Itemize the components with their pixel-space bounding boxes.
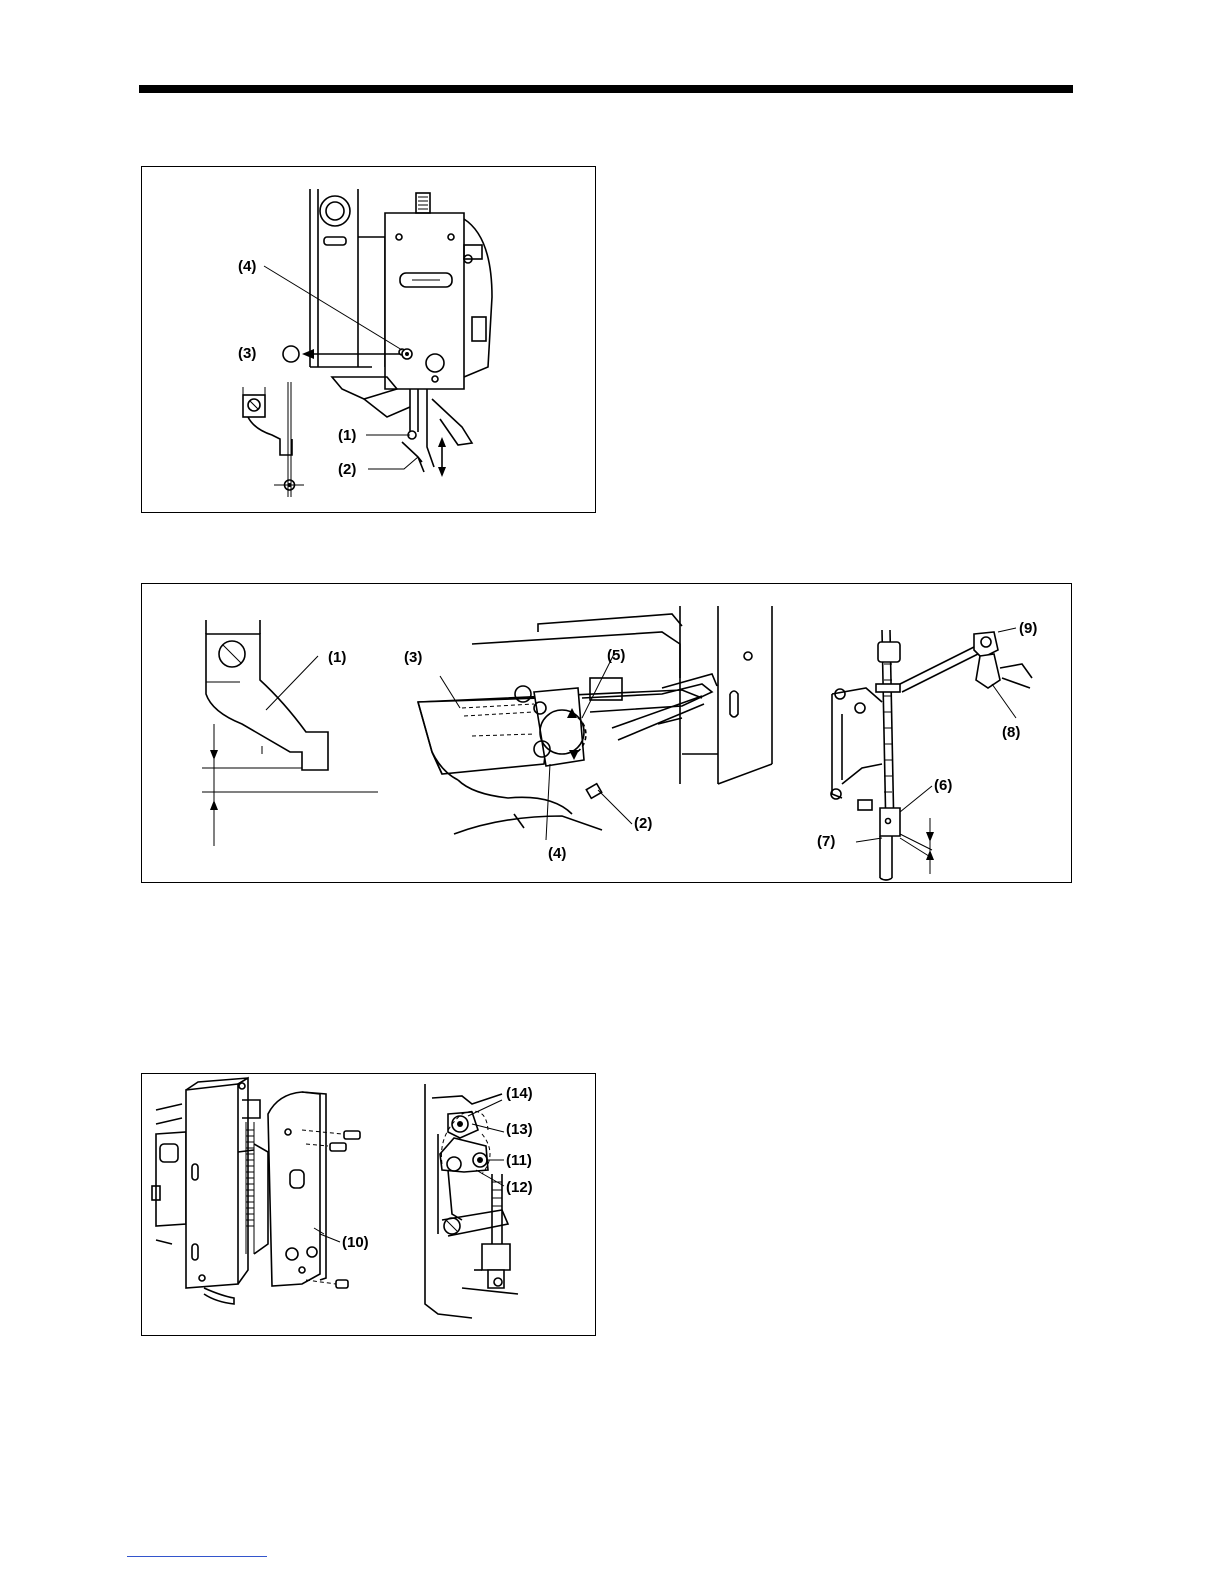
figure-needle-bar-adjustment: (4) (3) (1) (2) (141, 166, 596, 513)
callout-label: (7) (817, 834, 835, 849)
callout-label: (2) (338, 462, 356, 477)
callout-label: (3) (404, 650, 422, 665)
callout-label: (2) (634, 816, 652, 831)
callout-label: (1) (338, 428, 356, 443)
callout-label: (5) (607, 648, 625, 663)
callout-label: (4) (548, 846, 566, 861)
face-plate-and-link-illustration (142, 1074, 597, 1337)
callout-label: (4) (238, 259, 256, 274)
callout-label: (11) (506, 1153, 532, 1168)
machine-head-front-illustration (142, 167, 597, 514)
presser-foot-and-lever-illustration (142, 584, 1073, 884)
callout-label: (6) (934, 778, 952, 793)
footer-rule (127, 1556, 267, 1557)
callout-label: (14) (506, 1086, 533, 1101)
callout-label: (9) (1019, 621, 1037, 636)
figure-presser-foot-height: (1) (3) (5) (2) (4) (9) (8) (6) (7) (141, 583, 1072, 883)
callout-label: (12) (506, 1180, 533, 1195)
header-rule (139, 85, 1073, 93)
callout-label: (1) (328, 650, 346, 665)
callout-label: (3) (238, 346, 256, 361)
callout-label: (13) (506, 1122, 533, 1137)
callout-label: (10) (342, 1235, 369, 1250)
figure-face-plate-removal: (10) (14) (13) (11) (12) (141, 1073, 596, 1336)
callout-label: (8) (1002, 725, 1020, 740)
